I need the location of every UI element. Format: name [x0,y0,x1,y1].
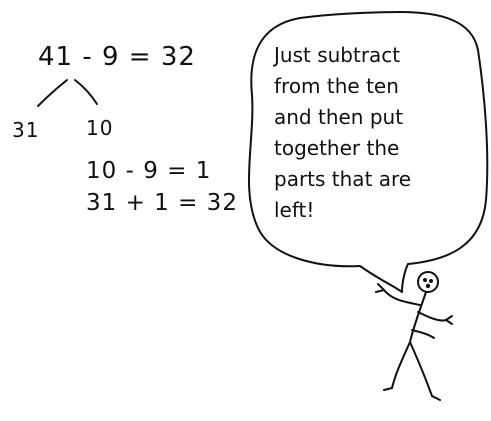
main-equation: 41 - 9 = 32 [38,42,196,72]
speech-line: and then put [274,102,474,133]
speech-text: Just subtract from the ten and then put … [274,40,474,226]
step-equation-1: 10 - 9 = 1 [86,158,211,184]
speech-line: from the ten [274,71,474,102]
split-right-number: 10 [86,116,113,140]
speech-line: together the [274,133,474,164]
speech-line: parts that are [274,164,474,195]
split-left-number: 31 [12,118,39,142]
stick-figure-icon [376,272,452,400]
branch-left-line [38,80,67,106]
branch-right-line [75,80,97,104]
step-equation-2: 31 + 1 = 32 [86,190,238,216]
speech-line: left! [274,195,474,226]
speech-line: Just subtract [274,40,474,71]
